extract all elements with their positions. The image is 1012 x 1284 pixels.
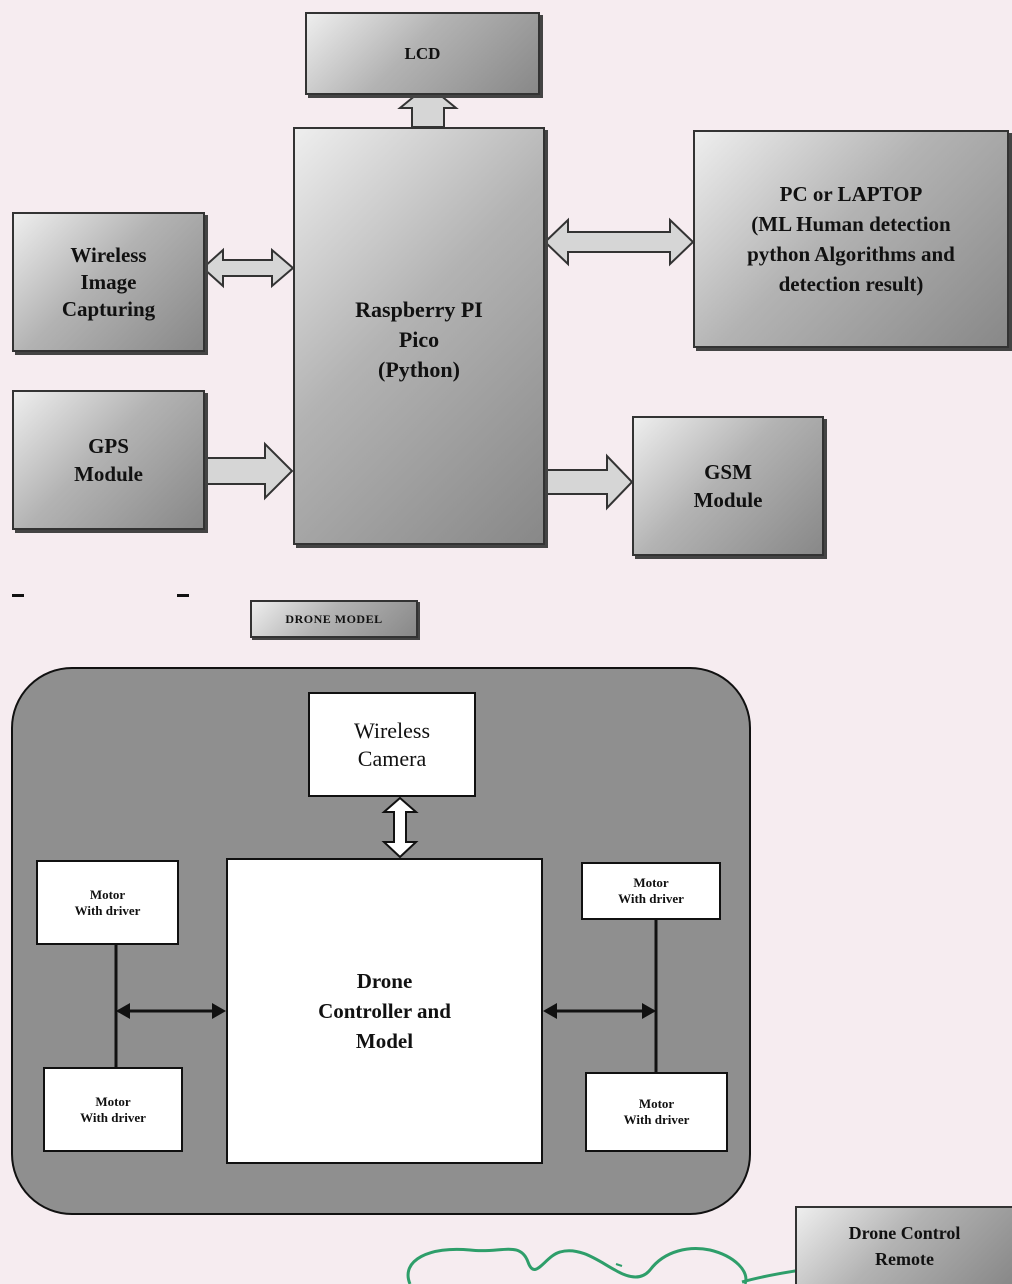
drone-controller-block: Drone Controller and Model — [226, 858, 543, 1164]
gsm-module-block: GSM Module — [632, 416, 824, 556]
motor-tr-line-1: Motor — [633, 875, 669, 890]
wic-line-2: Image — [80, 269, 137, 294]
wic-line-3: Capturing — [61, 296, 156, 321]
lcd-label: LCD — [404, 43, 441, 63]
gsm-line-2: Module — [693, 488, 763, 512]
remote-line-1: Drone Control — [848, 1223, 961, 1243]
controller-line-1: Drone — [356, 969, 413, 993]
gps-to-pico-arrow — [204, 441, 294, 501]
controller-line-3: Model — [355, 1029, 414, 1053]
gps-module-block: GPS Module — [12, 390, 205, 530]
gps-line-1: GPS — [88, 434, 129, 458]
pc-line-1: PC or LAPTOP — [779, 182, 923, 206]
motor-br-line-1: Motor — [638, 1096, 675, 1111]
motor-top-left: Motor With driver — [36, 860, 179, 945]
pico-line-3: (Python) — [378, 357, 460, 382]
controller-line-2: Controller and — [318, 999, 451, 1023]
left-arrowhead-a — [116, 1003, 130, 1019]
wic-line-1: Wireless — [70, 242, 147, 267]
motor-bl-line-2: With driver — [80, 1109, 146, 1125]
wireless-camera-block: Wireless Camera — [308, 692, 476, 797]
motor-br-line-2: With driver — [623, 1112, 690, 1127]
gps-line-2: Module — [74, 462, 143, 486]
motor-top-right: Motor With driver — [581, 862, 721, 920]
pico-to-gsm-arrow — [544, 453, 634, 511]
lcd-block: LCD — [305, 12, 540, 95]
pc-line-2: (ML Human detection — [751, 212, 951, 236]
scan-mark-left — [12, 594, 24, 597]
signature-ticks — [601, 1261, 623, 1267]
pico-pc-arrow — [543, 217, 695, 267]
camera-line-1: Wireless — [353, 717, 431, 743]
scan-mark-right — [177, 594, 189, 597]
pc-line-4: detection result) — [778, 272, 924, 296]
pc-line-3: python Algorithms and — [747, 242, 955, 266]
drone-model-text: DRONE MODEL — [285, 611, 383, 626]
wireless-image-capturing-block: Wireless Image Capturing — [12, 212, 205, 352]
pico-line-1: Raspberry PI — [355, 297, 483, 322]
gsm-line-1: GSM — [704, 460, 752, 484]
image-pico-arrow — [201, 247, 295, 289]
pico-to-lcd-arrow — [397, 83, 459, 128]
motor-bottom-right: Motor With driver — [585, 1072, 728, 1152]
motor-bl-line-1: Motor — [95, 1093, 131, 1109]
pc-laptop-block: PC or LAPTOP (ML Human detection python … — [693, 130, 1009, 348]
drone-model-label: DRONE MODEL — [250, 600, 418, 638]
motor-tr-line-2: With driver — [618, 891, 684, 906]
drone-control-remote-block: Drone Control Remote — [795, 1206, 1012, 1284]
motor-tl-line-1: Motor — [89, 886, 126, 902]
right-arrowhead-b — [642, 1003, 656, 1019]
camera-controller-arrow — [381, 796, 419, 859]
motor-bottom-left: Motor With driver — [43, 1067, 183, 1152]
motor-tl-line-2: With driver — [74, 902, 141, 918]
left-arrowhead-b — [212, 1003, 226, 1019]
remote-line-2: Remote — [875, 1249, 934, 1269]
raspberry-pi-pico-block: Raspberry PI Pico (Python) — [293, 127, 545, 545]
right-arrowhead-a — [543, 1003, 557, 1019]
camera-line-2: Camera — [357, 745, 427, 771]
signature-mark — [406, 1247, 748, 1284]
pico-line-2: Pico — [398, 327, 440, 352]
